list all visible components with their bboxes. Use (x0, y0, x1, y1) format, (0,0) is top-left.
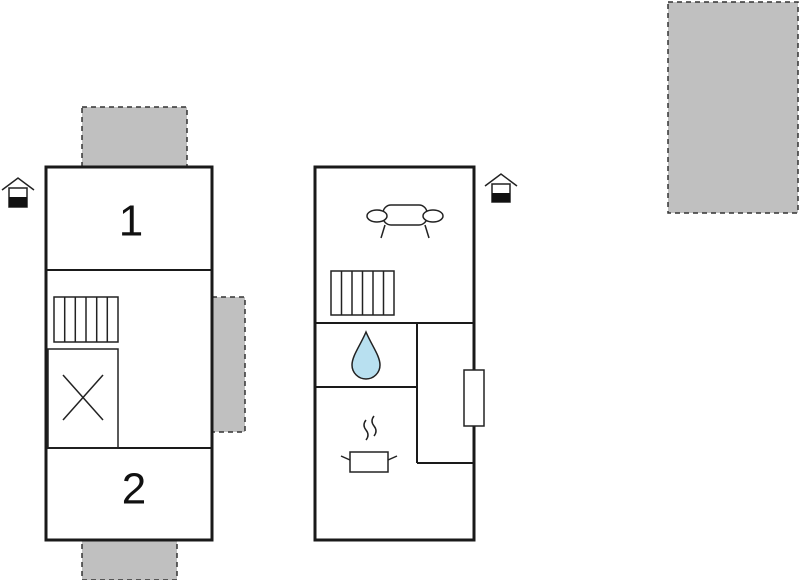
cooking-pot-icon (340, 415, 398, 473)
window-icon (463, 369, 485, 427)
room-number-2: 2 (122, 465, 146, 514)
terrace-bottom-left (81, 539, 178, 580)
floor-right-outline (313, 165, 476, 542)
house-entrance-icon (484, 173, 518, 203)
terrace-right-left-floor (211, 296, 246, 433)
stairs-icon (53, 296, 119, 343)
floor-right (313, 165, 485, 542)
room-number-1: 1 (119, 197, 143, 246)
water-drop-icon (351, 330, 381, 380)
terrace-top-right (667, 1, 799, 214)
stairs-icon (330, 270, 395, 316)
house-entrance-icon (1, 177, 35, 208)
open-void-icon (47, 348, 119, 449)
floor-left: 1 2 (44, 165, 214, 542)
sofa-icon (366, 204, 444, 239)
floor-left-outline (44, 165, 214, 542)
terrace-top-left (81, 106, 188, 168)
